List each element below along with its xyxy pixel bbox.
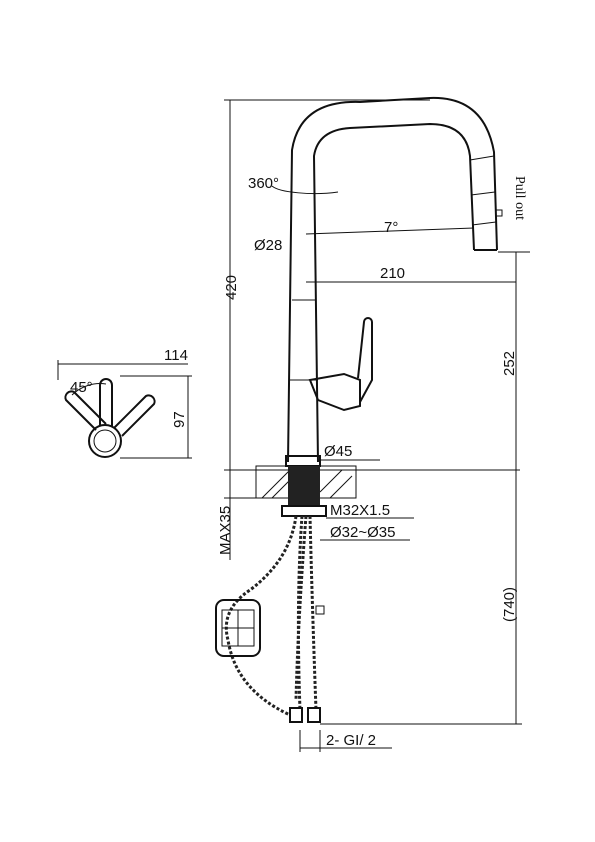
right-dimensions	[271, 185, 530, 752]
handle-width-label: 114	[164, 347, 188, 364]
hose-length-label: (740)	[501, 587, 518, 622]
handle-top-view	[57, 360, 192, 459]
hoses	[215, 515, 325, 723]
pull-out-label: Pull out	[512, 176, 527, 220]
spray-angle-label: 7°	[384, 219, 398, 236]
faucet-body	[285, 96, 503, 467]
spout-height-label: 252	[501, 351, 518, 376]
hole-diameter-label: Ø32~Ø35	[330, 524, 395, 541]
rotation-label: 360°	[248, 175, 279, 192]
height-dimension	[224, 99, 520, 560]
counter-top	[255, 465, 357, 517]
reach-label: 210	[380, 265, 405, 282]
outlet-diameter-label: Ø28	[254, 237, 282, 254]
base-diameter-label: Ø45	[324, 443, 352, 460]
max-thickness-label: MAX35	[217, 506, 234, 555]
handle-height-label: 97	[171, 411, 188, 428]
connection-label: 2- GI/ 2	[326, 732, 376, 749]
total-height-label: 420	[223, 275, 240, 300]
thread-label: M32X1.5	[330, 502, 390, 519]
handle-angle-label: 45°	[70, 379, 93, 396]
